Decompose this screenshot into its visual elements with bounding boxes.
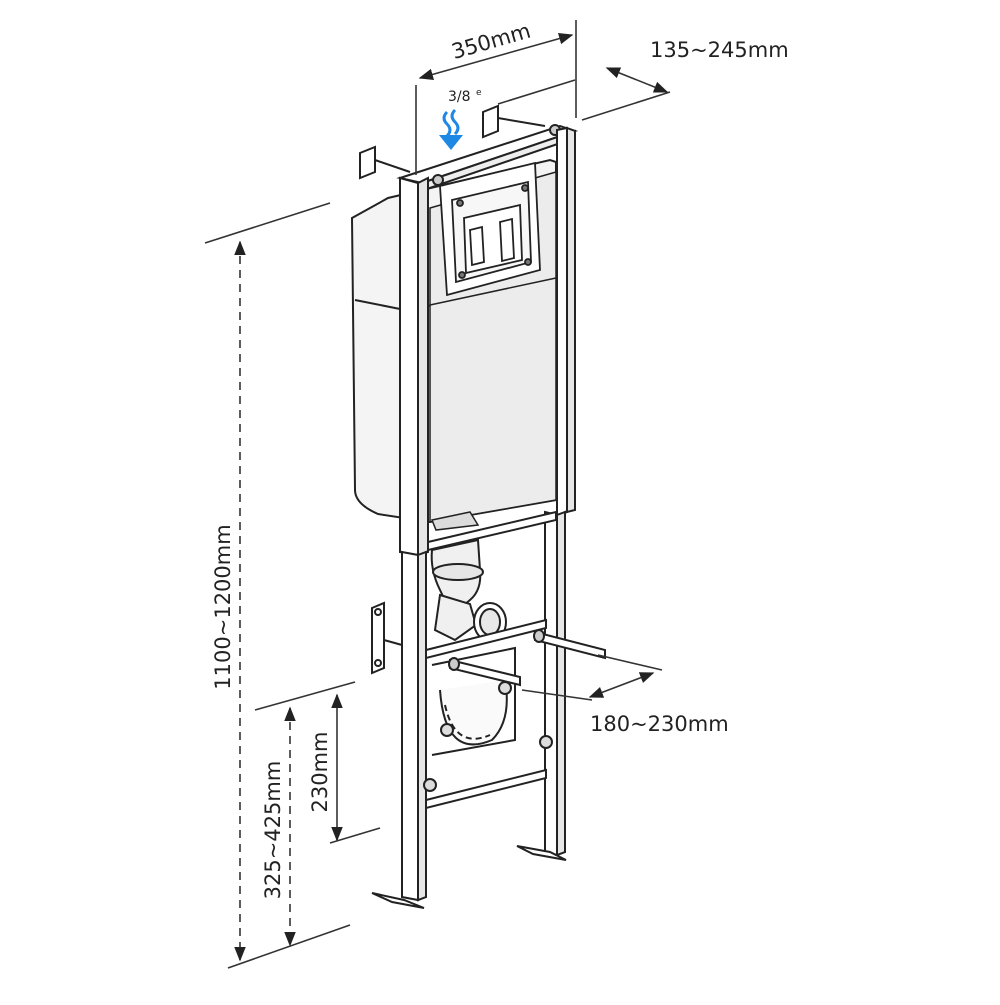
side-wall-bracket xyxy=(371,601,403,675)
frame-mid-rail xyxy=(427,510,557,552)
frame-left-post xyxy=(371,176,429,909)
water-inlet-arrow-icon xyxy=(439,108,463,150)
frame-right-post xyxy=(516,126,576,861)
drain-height-label: 325~425mm xyxy=(261,761,285,900)
water-inlet-suffix-label: e xyxy=(476,88,482,98)
top-wall-bracket-left xyxy=(359,145,411,180)
pan-connector-bracket xyxy=(423,646,553,792)
dimension-lines xyxy=(204,20,671,969)
total-height-label: 1100~1200mm xyxy=(211,524,235,689)
wc-mounting-bolts xyxy=(448,629,606,687)
wall-depth-label: 135~245mm xyxy=(650,38,789,62)
drain-elbow-pipe xyxy=(430,538,507,642)
flush-plate-opening xyxy=(439,161,541,297)
water-inlet-label: 3/8 xyxy=(448,89,471,105)
bolt-height-label: 230mm xyxy=(308,732,332,813)
top-wall-bracket-right xyxy=(482,104,546,139)
bolt-spacing-label: 180~230mm xyxy=(590,712,729,736)
frame-lower-rails xyxy=(425,618,547,810)
